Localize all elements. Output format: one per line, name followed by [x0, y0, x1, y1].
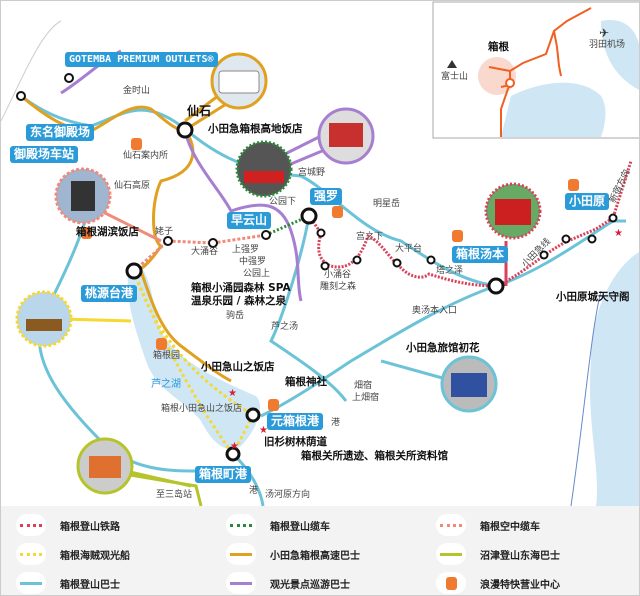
place-port1: 港 [249, 486, 259, 496]
place-hakone-shrine: 箱根神社 [285, 376, 327, 388]
place-komagatake: 驹岳 [226, 311, 245, 321]
place-hakoneen: 箱根园 [153, 351, 181, 361]
place-tonosawa: 塔之泽 [436, 266, 464, 276]
station-togendai[interactable]: 桃源台港 [81, 285, 138, 303]
legend-swatch-tozan-railway [20, 523, 42, 527]
photo-circles [15, 52, 542, 495]
station-sengoku[interactable]: 仙石 [187, 104, 212, 118]
legend-item: 箱根空中缆车 [436, 514, 540, 536]
station-sounzan[interactable]: 早云山 [227, 212, 272, 230]
svg-text:★: ★ [230, 441, 239, 452]
station-hakonemachi[interactable]: 箱根町港 [195, 466, 252, 484]
sea [589, 252, 639, 506]
place-kamihatajuku: 上畑宿 [352, 393, 380, 403]
place-ohiradai: 大平台 [395, 244, 423, 254]
lake-ashi [127, 263, 261, 450]
legend-item: 箱根登山巴士 [16, 572, 120, 594]
place-kintoki: 金时山 [123, 86, 151, 96]
inset-map: ✈ [432, 1, 639, 139]
place-port2: 港 [331, 418, 341, 428]
place-miyagino: 宫城野 [298, 168, 326, 178]
inset-hakone-label: 箱根 [488, 41, 509, 53]
airplane-icon: ✈ [599, 26, 609, 40]
legend-item: 箱根登山铁路 [16, 514, 120, 536]
station-odawara[interactable]: 小田原 [565, 193, 610, 211]
route-ropeway [133, 233, 267, 273]
station-gora[interactable]: 强罗 [310, 188, 343, 206]
place-ashinoyu: 芦之汤 [271, 322, 299, 332]
place-odawara-castle: 小田原城天守阁 [556, 291, 630, 303]
legend-item: 浪漫特快营业中心 [436, 572, 560, 594]
station-hakone-yumoto[interactable]: 箱根汤本 [452, 246, 509, 264]
station-gotemba[interactable]: 御殿场车站 [10, 146, 79, 164]
place-okuyumoto: 奥汤本入口 [412, 306, 458, 316]
place-sengoku-kogen: 仙石高原 [114, 181, 151, 191]
legend-swatch-tozan-bus [20, 581, 42, 585]
legend-item: 沼津登山东海巴士 [436, 543, 560, 565]
legend-swatch-highway-bus [230, 552, 252, 556]
station-markers [16, 73, 618, 462]
station-gotemba-outlets[interactable]: GOTEMBA PREMIUM OUTLETS® [65, 52, 218, 67]
legend-swatch-ropeway [440, 523, 462, 527]
place-checkpoint: 箱根关所遗迹、箱根关所资料馆 [301, 450, 448, 462]
place-chokoku: 雕刻之森 [320, 282, 357, 292]
legend-item: 箱根海贼观光船 [16, 543, 130, 565]
legend-swatch-pirate-ship [20, 552, 42, 556]
place-yama-hotel2: 箱根小田急山之饭店 [161, 404, 243, 414]
place-yugawara: 汤河原方向 [265, 490, 311, 500]
place-myojo: 明星岳 [373, 199, 401, 209]
legend-item: 观光景点巡游巴士 [226, 572, 350, 594]
place-lake-ashi: 芦之湖 [151, 379, 181, 390]
legend-item: 箱根登山缆车 [226, 514, 330, 536]
photo-cable-car [235, 140, 293, 198]
place-sengoku-info: 仙石案内所 [123, 151, 169, 161]
mountain-icon [447, 60, 457, 68]
route-tozan-railway [307, 160, 633, 288]
svg-text:★: ★ [614, 228, 623, 239]
place-miyanoshita: 宫之下 [356, 232, 384, 242]
romancecar-center-icon [445, 576, 457, 590]
place-hatsuhana: 小田急旅馆初花 [406, 342, 480, 354]
place-koenkami: 公园上 [243, 269, 271, 279]
svg-text:★: ★ [228, 388, 237, 399]
place-ubako: 姥子 [155, 227, 174, 237]
inset-fuji-label: 富士山 [441, 72, 469, 82]
place-nakagora: 中强罗 [239, 257, 267, 267]
legend-item: 小田急箱根高速巴士 [226, 543, 360, 565]
place-cedar: 旧杉树林荫道 [264, 436, 327, 448]
romancecar-center-icon [81, 138, 579, 411]
place-kamigora: 上强罗 [232, 245, 260, 255]
legend-swatch-sightseeing-bus [230, 581, 252, 585]
legend-swatch-tokai-bus [440, 552, 462, 556]
place-spa2: 温泉乐园 / 森林之泉 [191, 295, 287, 307]
place-odakyu-highland: 小田急箱根高地饭店 [208, 123, 303, 135]
inset-haneda-label: 羽田机场 [589, 40, 626, 50]
place-kowakidani: 小涌谷 [324, 270, 352, 280]
legend-swatch-cable-car [230, 523, 252, 527]
legend: 箱根登山铁路 箱根登山缆车 箱根空中缆车 箱根海贼观光船 小田急箱根高速巴士 沼… [1, 506, 639, 595]
place-owakudani: 大涌谷 [191, 247, 219, 257]
place-yama-hotel: 小田急山之饭店 [201, 361, 275, 373]
place-lake-hotel: 箱根湖滨饭店 [76, 226, 139, 238]
route-tokai-bus [105, 469, 203, 507]
station-motohakone[interactable]: 元箱根港 [267, 413, 324, 431]
place-spa1: 箱根小涌园森林 SPA [191, 282, 291, 294]
place-koenshita: 公园下 [269, 197, 297, 207]
place-hatajuku: 畑宿 [354, 381, 373, 391]
landmark-star-icon: ★ ★ ★ ★ [228, 228, 623, 452]
station-tomei-gotemba[interactable]: 东名御殿场 [26, 124, 95, 142]
svg-text:★: ★ [259, 425, 268, 436]
place-mishima: 至三岛站 [156, 490, 193, 500]
